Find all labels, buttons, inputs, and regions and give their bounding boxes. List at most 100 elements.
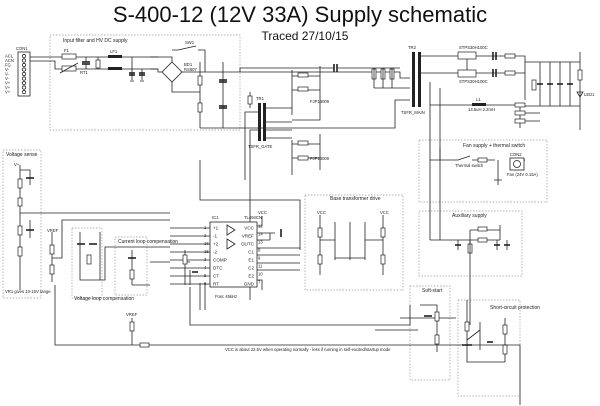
diode-db1: STPS30H100C bbox=[457, 45, 488, 60]
svg-text:CON2: CON2 bbox=[510, 152, 522, 157]
block-aux-label: Auxiliary supply bbox=[452, 213, 487, 219]
svg-text:STPS30H100C: STPS30H100C bbox=[459, 79, 488, 84]
ic-pin-left: CT bbox=[213, 274, 219, 279]
block-voltage-loop-label: Voltage loop compensation bbox=[74, 296, 134, 302]
trace-date: Traced 27/10/15 bbox=[261, 29, 349, 43]
ic-pin-number: 9 bbox=[258, 256, 261, 261]
ic-pin-left: +2 bbox=[213, 242, 219, 247]
connector-pin-label: FG bbox=[5, 63, 11, 68]
block-softstart bbox=[409, 285, 451, 381]
ic-pin-number: 3 bbox=[204, 257, 207, 262]
svg-text:TR2: TR2 bbox=[408, 45, 417, 50]
block-fan-label: Fan supply + thermal switch bbox=[463, 143, 525, 149]
fuse-label: F1 bbox=[64, 48, 70, 53]
ic-pin-number: 6 bbox=[204, 281, 207, 286]
block-voltage-loop bbox=[71, 227, 103, 299]
connector-pin-label: V+ bbox=[5, 81, 11, 86]
connector-pin-label: V+ bbox=[5, 85, 11, 90]
ic-pin-number: 8 bbox=[258, 248, 261, 253]
svg-text:L1: L1 bbox=[476, 97, 481, 102]
block-base-drive bbox=[304, 194, 404, 291]
block-input-filter bbox=[49, 34, 241, 131]
connector-pin bbox=[21, 62, 27, 68]
block-short-circuit-label: Short-circuit protection bbox=[490, 305, 540, 311]
block-current-loop-label: Current loop compensation bbox=[118, 239, 178, 245]
ic-pin-left: DTC bbox=[213, 266, 223, 271]
block-short-circuit bbox=[457, 299, 521, 397]
block-fan bbox=[418, 139, 548, 203]
svg-text:SW1: SW1 bbox=[185, 40, 195, 45]
voltage-select-switch bbox=[172, 45, 206, 72]
ic-pin-number: 16 bbox=[204, 241, 209, 246]
output-choke-l1: L1 14.5uH 2.2mH bbox=[468, 97, 495, 112]
q2-label: FJP13009 bbox=[310, 156, 330, 161]
ic-pin-number: 14 bbox=[258, 232, 263, 237]
connector-pin bbox=[21, 89, 27, 95]
ic-pin-number: 15 bbox=[204, 249, 209, 254]
ic-pin-right: C2 bbox=[248, 266, 254, 271]
connector-pin-label: ACN bbox=[5, 58, 14, 63]
vcc-ic-label: VCC bbox=[258, 210, 267, 215]
block-voltage-sense-label: Voltage sense bbox=[6, 152, 38, 158]
ic-pin-left: +1 bbox=[213, 226, 219, 231]
ic-pin-number: 5 bbox=[204, 273, 207, 278]
fan-connector-con2: CON2 Fan (24V 0.15A) bbox=[507, 152, 538, 177]
connector-pin bbox=[21, 76, 27, 81]
connector-pin bbox=[21, 80, 27, 86]
ic-pin-number: 11 bbox=[258, 264, 263, 269]
vcc-drive-left: VCC bbox=[317, 210, 326, 215]
svg-text:14.5uH 2.2mH: 14.5uH 2.2mH bbox=[468, 107, 495, 112]
block-current-loop bbox=[114, 236, 148, 296]
ic-pin-number: 13 bbox=[258, 240, 263, 245]
connector-pin-label: V- bbox=[5, 72, 10, 77]
ic-pin-number: 2 bbox=[204, 233, 207, 238]
block-input-label: Input filter and HV DC supply bbox=[63, 38, 128, 44]
svg-text:LF1: LF1 bbox=[110, 49, 118, 54]
thermal-switch-label: Thermal switch bbox=[455, 163, 484, 168]
vcc-footnote: VCC is about 22.5V when operating normal… bbox=[225, 347, 391, 352]
main-transformer-tr2: TR2 TSFR_MAIN bbox=[401, 45, 425, 115]
vref-label-1: VREF bbox=[47, 228, 59, 233]
diode-db2: STPS30H100C bbox=[457, 69, 488, 84]
ic-pin-number: 1 bbox=[204, 225, 207, 230]
ic-pin-number: 4 bbox=[204, 265, 207, 270]
connector-label: CON1 bbox=[16, 46, 28, 51]
svg-text:STPS30H100C: STPS30H100C bbox=[459, 45, 488, 50]
filter-choke-lf1: LF1 bbox=[108, 49, 122, 70]
gate-transformer-tr1: TR1 TSFR_GATE bbox=[248, 96, 273, 149]
ic-pin-right: E2 bbox=[248, 274, 254, 279]
svg-text:LED1: LED1 bbox=[584, 92, 595, 97]
vref-label-2: VREF bbox=[126, 312, 138, 317]
svg-text:RS607: RS607 bbox=[184, 67, 197, 72]
ic-pin-left: COMP bbox=[213, 258, 227, 263]
connector-pin bbox=[21, 71, 27, 77]
thermistor-rt1 bbox=[61, 65, 77, 72]
svg-text:TR1: TR1 bbox=[256, 96, 265, 101]
ic-pin-left: RT bbox=[213, 282, 219, 287]
svg-text:Fan (24V 0.15A): Fan (24V 0.15A) bbox=[507, 172, 538, 177]
output-led: LED1 bbox=[576, 52, 595, 130]
connector-pin-label: V- bbox=[5, 76, 10, 81]
ic1-tl494: IC1 TL494CN +11-12+216-215COMP3DTC4CT5RT… bbox=[170, 215, 263, 288]
vcc-drive-right: VCC bbox=[380, 210, 389, 215]
block-voltage-sense bbox=[2, 149, 42, 299]
vplus-label: V+ bbox=[14, 162, 20, 167]
connector-pin-label: V- bbox=[5, 67, 10, 72]
ic-pin-right: E1 bbox=[248, 258, 254, 263]
ic-pin-right: VREF bbox=[242, 234, 254, 239]
block-softstart-label: Soft-start bbox=[422, 288, 443, 294]
svg-text:TSFR_GATE: TSFR_GATE bbox=[248, 144, 273, 149]
ic-pin-right: GND bbox=[244, 282, 255, 287]
connector-pin bbox=[21, 53, 27, 59]
svg-text:IC1: IC1 bbox=[212, 215, 219, 220]
voltage-sense-note: VR1 gives 10-15V range bbox=[5, 289, 51, 294]
connector-pin-label: V+ bbox=[5, 90, 11, 95]
osc-note: Fosc 45kHz bbox=[215, 294, 237, 299]
ic-pin-right: VCC bbox=[244, 226, 254, 231]
svg-text:TL494CN: TL494CN bbox=[244, 215, 262, 220]
connector-pin bbox=[21, 67, 27, 72]
ic-pin-right: C1 bbox=[248, 250, 254, 255]
q1-label: FJP13009 bbox=[310, 99, 330, 104]
ic-pin-number: 7 bbox=[258, 280, 261, 285]
